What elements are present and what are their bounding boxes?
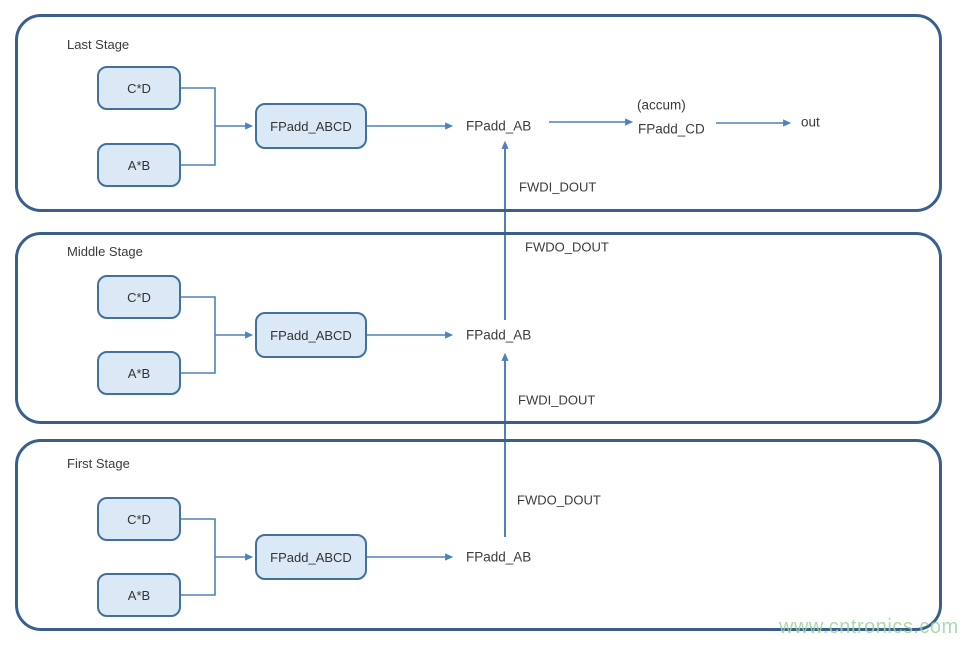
stage-first-title: First Stage: [67, 456, 130, 471]
box-ab-middle: A*B: [97, 351, 181, 395]
label-fwdi-dout-last: FWDI_DOUT: [519, 179, 597, 195]
stage-middle-container: [15, 232, 942, 424]
node-fpadd-ab-middle: FPadd_AB: [466, 327, 532, 343]
stage-last-container: [15, 14, 942, 212]
node-accum-last: (accum): [637, 97, 686, 113]
box-ab-last: A*B: [97, 143, 181, 187]
stage-first-container: [15, 439, 942, 631]
box-fpadd-abcd-middle: FPadd_ABCD: [255, 312, 367, 358]
box-fpadd-abcd-last: FPadd_ABCD: [255, 103, 367, 149]
node-out-last: out: [801, 114, 820, 130]
node-fpadd-ab-first: FPadd_AB: [466, 549, 532, 565]
label-fwdo-dout-middle: FWDO_DOUT: [525, 239, 609, 255]
stage-last-title: Last Stage: [67, 37, 130, 52]
box-cd-first: C*D: [97, 497, 181, 541]
box-cd-last: C*D: [97, 66, 181, 110]
label-fwdo-dout-first: FWDO_DOUT: [517, 492, 601, 508]
box-ab-first: A*B: [97, 573, 181, 617]
box-cd-middle: C*D: [97, 275, 181, 319]
watermark-text: www.cntronics.com: [779, 616, 959, 638]
node-fpadd-cd-last: FPadd_CD: [638, 121, 705, 137]
node-fpadd-ab-last: FPadd_AB: [466, 118, 532, 134]
stage-middle-title: Middle Stage: [67, 244, 143, 259]
box-fpadd-abcd-first: FPadd_ABCD: [255, 534, 367, 580]
label-fwdi-dout-middle: FWDI_DOUT: [518, 392, 596, 408]
